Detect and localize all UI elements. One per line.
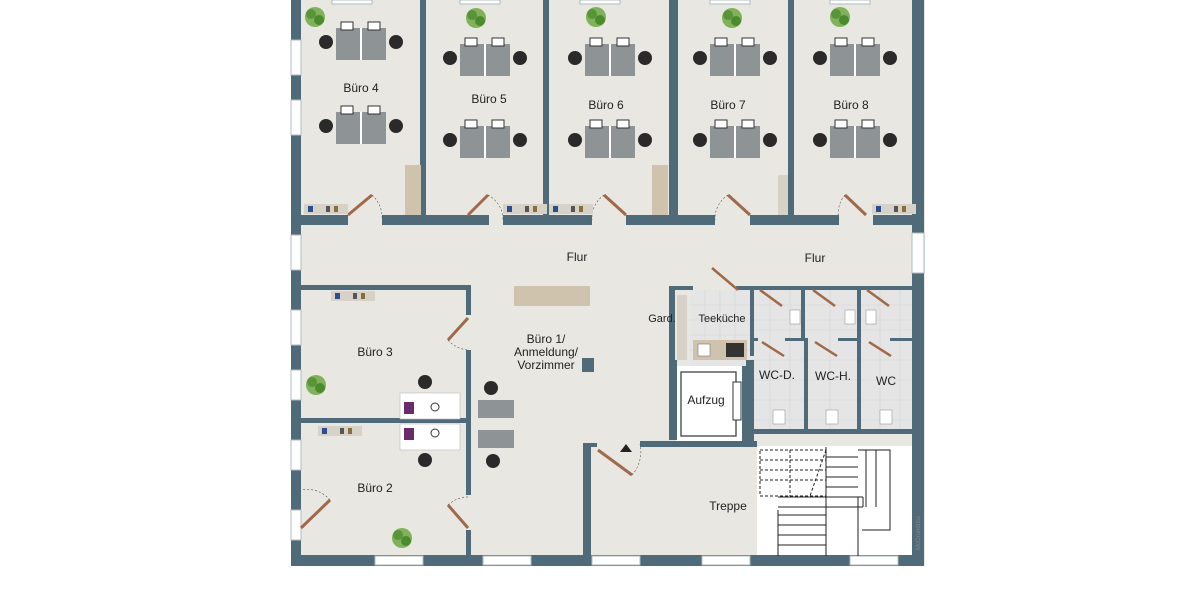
- room-label-buero-4: Büro 4: [343, 81, 379, 95]
- room-label-wc: WC: [876, 374, 896, 388]
- room-label-flur-left: Flur: [567, 250, 588, 264]
- room-label-flur-right: Flur: [805, 251, 826, 265]
- room-label-aufzug: Aufzug: [687, 393, 724, 407]
- room-label-buero-7: Büro 7: [710, 98, 746, 112]
- room-label-wc-damen: WC-D.: [759, 368, 795, 382]
- room-label-buero-3: Büro 3: [357, 345, 393, 359]
- room-label-buero-1-line3: Vorzimmer: [517, 358, 574, 372]
- room-label-buero-1-line1: Büro 1/: [527, 332, 566, 346]
- watermark-text: McGrundriss: [916, 516, 922, 550]
- doors: [299, 193, 892, 530]
- room-label-treppe: Treppe: [709, 499, 747, 513]
- stair-area: [757, 446, 913, 556]
- room-label-teekueche: Teeküche: [698, 313, 745, 325]
- room-label-buero-2: Büro 2: [357, 481, 393, 495]
- room-label-garderobe: Gard.: [648, 313, 676, 325]
- staircase: [759, 447, 891, 556]
- room-label-buero-5: Büro 5: [471, 92, 507, 106]
- windows: [290, 0, 925, 566]
- room-label-buero-8: Büro 8: [833, 98, 869, 112]
- room-label-buero-1-line2: Anmeldung/: [514, 345, 579, 359]
- room-label-wc-herren: WC-H.: [815, 369, 851, 383]
- office-furniture: [304, 21, 916, 468]
- room-label-buero-6: Büro 6: [588, 98, 624, 112]
